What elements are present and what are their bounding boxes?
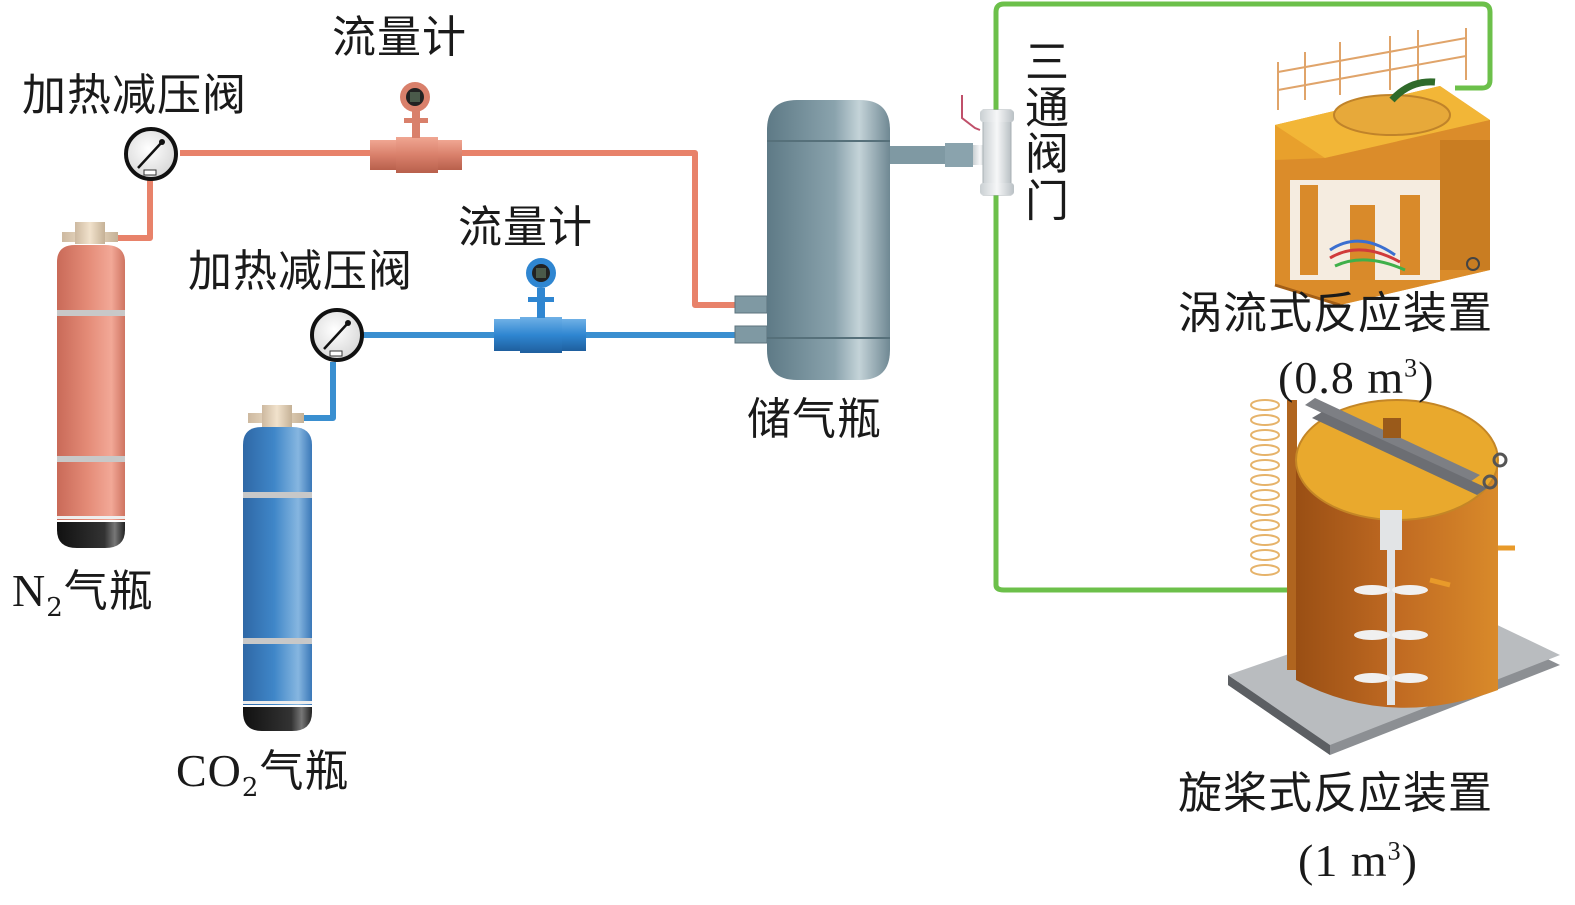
outlet-line	[993, 1, 1493, 593]
three-way-valve-char: 阀	[1025, 129, 1069, 181]
paddle-reactor-volume: (1 m3)	[1298, 838, 1418, 884]
paddle-reactor-label: 旋桨式反应装置	[1178, 768, 1493, 819]
co2-pressure-gauge	[310, 308, 364, 362]
co2-cylinder-label: CO2气瓶	[176, 748, 349, 801]
co2-heating-valve-label: 加热减压阀	[188, 246, 413, 297]
n2-pressure-gauge	[124, 127, 178, 181]
paddle-reactor-device	[1228, 398, 1560, 755]
vortex-reactor-label: 涡流式反应装置	[1178, 288, 1493, 339]
n2-cylinder-label: N2气瓶	[12, 568, 154, 621]
storage-tank-label: 储气瓶	[747, 394, 882, 445]
n2-cylinder-suffix: 气瓶	[63, 566, 154, 617]
n2-formula-subscript: 2	[46, 592, 64, 623]
co2-cylinder-suffix: 气瓶	[259, 746, 350, 797]
three-way-valve	[961, 95, 1014, 196]
three-way-valve-char: 三	[1025, 37, 1069, 88]
three-way-valve-label: 三 通 阀 门	[1022, 37, 1072, 227]
vortex-volume-close: )	[1418, 352, 1435, 403]
paddle-volume-value: (1 m	[1298, 835, 1388, 886]
paddle-volume-exponent: 3	[1387, 836, 1402, 866]
co2-formula: CO	[176, 745, 242, 796]
vortex-volume-exponent: 3	[1404, 353, 1419, 383]
co2-flowmeter	[494, 258, 586, 353]
storage-tank	[734, 100, 973, 380]
vortex-reactor-device	[1274, 28, 1490, 307]
n2-formula: N	[12, 565, 47, 616]
three-way-valve-char: 通	[1025, 83, 1069, 135]
n2-flowmeter	[370, 82, 462, 173]
co2-cylinder	[243, 405, 312, 731]
co2-flowmeter-label: 流量计	[458, 202, 593, 253]
n2-heating-valve-label: 加热减压阀	[22, 70, 247, 121]
paddle-volume-close: )	[1401, 835, 1418, 886]
vortex-reactor-volume: (0.8 m3)	[1278, 355, 1434, 401]
co2-formula-subscript: 2	[241, 772, 260, 803]
n2-cylinder	[57, 222, 125, 548]
three-way-valve-char: 门	[1025, 175, 1069, 227]
vortex-volume-value: (0.8 m	[1278, 352, 1405, 403]
n2-flowmeter-label: 流量计	[332, 12, 467, 63]
